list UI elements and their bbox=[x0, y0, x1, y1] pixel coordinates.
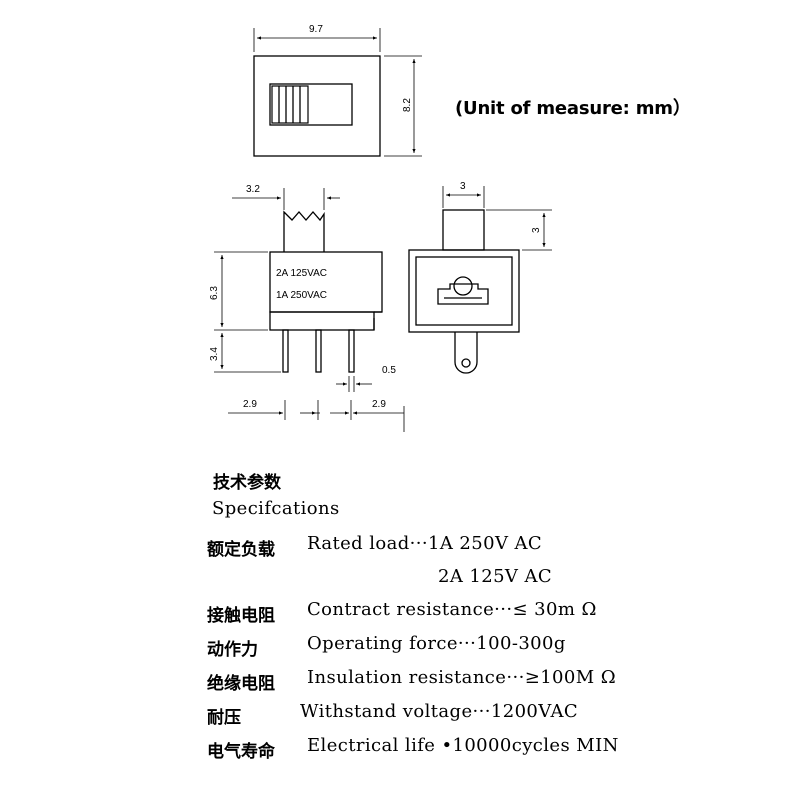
spec-value-rated-load: Rated load···1A 250V AC bbox=[307, 533, 543, 554]
dim-width bbox=[253, 28, 381, 52]
dim-pin-length-label: 3.4 bbox=[209, 347, 220, 361]
front-pin-middle bbox=[315, 329, 322, 373]
front-pin-left bbox=[282, 329, 289, 373]
specs-title-en: Specifcations bbox=[212, 498, 340, 519]
side-mount-hole bbox=[461, 358, 471, 368]
dim-side-height bbox=[486, 209, 552, 251]
spec-label-operating-force: 动作力 bbox=[207, 640, 258, 660]
dim-pitch-left-label: 2.9 bbox=[243, 399, 257, 410]
body-rating-1: 2A 125VAC bbox=[276, 268, 327, 279]
dim-actuator-label: 3.2 bbox=[246, 184, 260, 195]
spec-value-contact-resistance: Contract resistance···≤ 30m Ω bbox=[307, 599, 597, 620]
dim-body-height-label: 6.3 bbox=[209, 286, 220, 300]
side-contact-ball bbox=[453, 276, 473, 296]
dim-actuator bbox=[232, 188, 340, 210]
dim-pin-thickness-label: 0.5 bbox=[382, 365, 396, 376]
front-view bbox=[269, 210, 383, 373]
side-body-outer bbox=[408, 249, 520, 333]
spec-label-insulation: 绝缘电阻 bbox=[207, 674, 275, 694]
front-actuator bbox=[283, 210, 325, 252]
dim-pitch-right-label: 2.9 bbox=[372, 399, 386, 410]
spec-value-electrical-life: Electrical life •10000cycles MIN bbox=[307, 735, 619, 756]
spec-label-electrical-life: 电气寿命 bbox=[207, 742, 275, 762]
front-pin-right bbox=[348, 329, 355, 373]
top-view-body bbox=[253, 55, 381, 157]
dim-pitch bbox=[228, 400, 405, 432]
unit-note: (Unit of measure: mm） bbox=[455, 98, 691, 119]
top-view-knob bbox=[271, 85, 309, 124]
spec-label-contact-resistance: 接触电阻 bbox=[207, 606, 275, 626]
dim-side-width-label: 3 bbox=[460, 181, 466, 192]
spec-label-rated-load: 额定负载 bbox=[207, 540, 275, 560]
dim-side-height-label: 3 bbox=[531, 227, 542, 233]
specs-title-cn: 技术参数 bbox=[213, 473, 281, 493]
side-mount-tab bbox=[454, 332, 478, 374]
side-view bbox=[408, 209, 520, 374]
dim-height-label: 8.2 bbox=[402, 98, 413, 112]
side-contact-frame bbox=[437, 283, 489, 305]
side-body-inner bbox=[415, 256, 513, 326]
spec-value-rated-load-2: 2A 125V AC bbox=[438, 566, 553, 587]
top-view-slot bbox=[269, 83, 353, 126]
spec-value-insulation: Insulation resistance···≥100M Ω bbox=[307, 667, 617, 688]
spec-value-withstand-voltage: Withstand voltage···1200VAC bbox=[300, 701, 579, 722]
spec-value-operating-force: Operating force···100-300g bbox=[307, 633, 566, 654]
top-view bbox=[253, 55, 381, 157]
dim-pin-thickness bbox=[336, 376, 372, 392]
dim-width-label: 9.7 bbox=[309, 24, 323, 35]
dim-body-height bbox=[214, 251, 268, 331]
dim-side-width bbox=[442, 186, 485, 208]
dim-pin-length bbox=[214, 333, 281, 373]
body-rating-2: 1A 250VAC bbox=[276, 290, 327, 301]
dim-height bbox=[384, 55, 422, 157]
spec-label-withstand-voltage: 耐压 bbox=[207, 708, 241, 728]
